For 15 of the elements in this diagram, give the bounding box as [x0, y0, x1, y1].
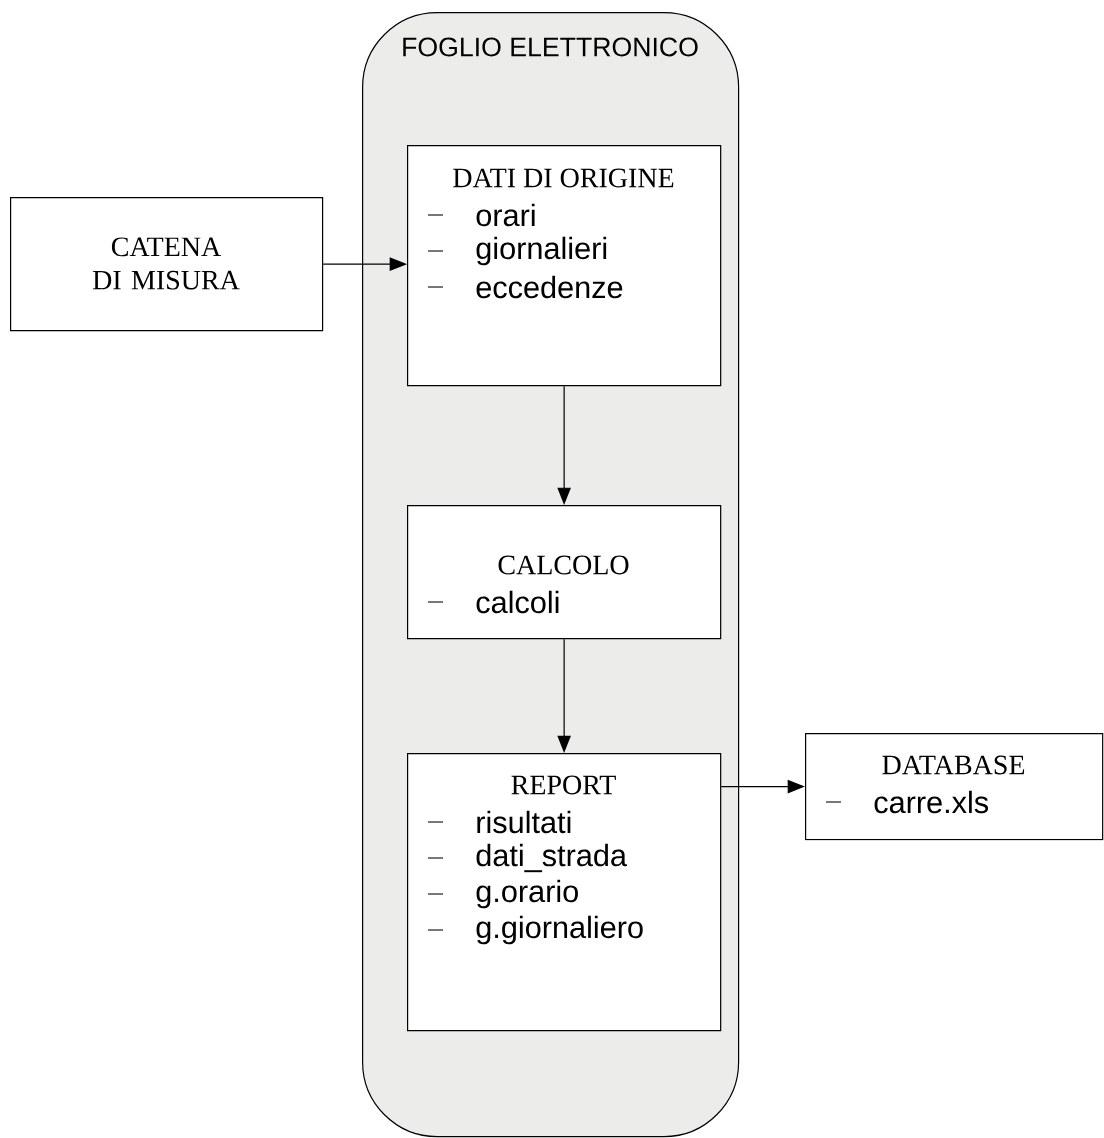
list-item: giornalieri: [476, 236, 607, 266]
container-title: FOGLIO ELETTRONICO: [403, 37, 698, 57]
list-item: calcoli: [476, 590, 559, 614]
box-heading: CALCOLO: [498, 555, 629, 575]
box-heading: DATI DI ORIGINE: [453, 168, 674, 188]
box-heading: DATABASE: [882, 755, 1025, 775]
box-heading: REPORT: [511, 775, 616, 795]
list-item: carre.xls: [874, 790, 988, 814]
list-item: eccedenze: [476, 275, 623, 299]
list-item: risultati: [477, 810, 571, 834]
list-item: dati_strada: [476, 843, 627, 873]
box-label: CATENA DI MISURA: [92, 237, 240, 290]
list-item: orari: [476, 203, 535, 227]
list-item: g.giornaliero: [476, 915, 643, 945]
list-item: g.orario: [476, 879, 578, 909]
